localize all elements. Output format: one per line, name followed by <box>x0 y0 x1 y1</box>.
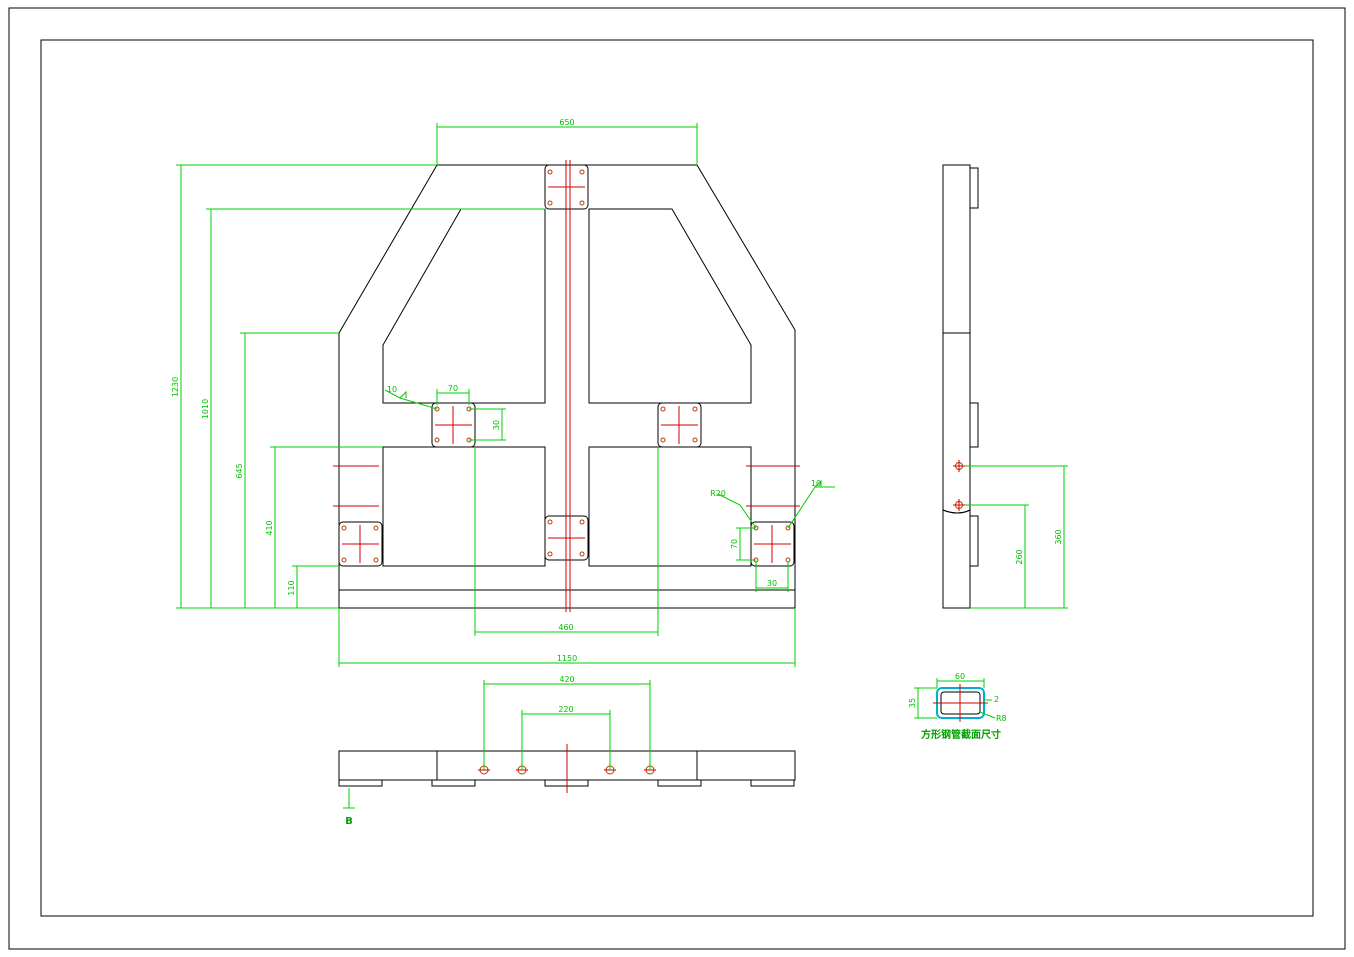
bottom-dimension-lines <box>343 680 651 809</box>
bottom-foot-4 <box>657 779 702 787</box>
section-marker-b: B <box>345 816 353 827</box>
plate-lower-right <box>750 521 795 567</box>
side-profile-base <box>942 509 971 609</box>
dim-plate-offset: 30 <box>492 420 501 430</box>
dim-radius: R20 <box>710 489 726 498</box>
side-profile-lower <box>942 332 971 514</box>
inner-border <box>40 39 1314 917</box>
dim-weld-left: 10 <box>387 385 397 394</box>
window-upper-left <box>382 208 546 404</box>
dim-total-width: 1150 <box>557 654 577 663</box>
window-upper-right <box>588 208 752 404</box>
dim-top-width: 650 <box>559 118 574 127</box>
dim-side-height: 645 <box>235 463 244 478</box>
tube-dim-wall: 2 <box>994 695 999 704</box>
tube-dim-width: 60 <box>955 672 965 681</box>
plate-lower-left <box>338 521 383 567</box>
side-view <box>942 164 979 609</box>
side-tab-top <box>969 167 979 209</box>
tube-dim-height: 35 <box>908 698 917 708</box>
tube-section-caption: 方形钢管截面尺寸 <box>921 728 1001 741</box>
window-lower-left <box>382 446 546 567</box>
frame-outline <box>338 164 796 609</box>
dim-outer-holes: 420 <box>559 675 574 684</box>
side-tab-low <box>969 515 979 567</box>
outer-border <box>8 7 1346 950</box>
bottom-foot-5 <box>750 779 795 787</box>
side-profile <box>942 164 971 334</box>
bottom-profile <box>338 750 796 781</box>
bottom-foot-2 <box>431 779 476 787</box>
dim-plate-height: 110 <box>287 580 296 595</box>
dim-weld-right: 10 <box>811 479 821 488</box>
dim-inner-height: 1010 <box>201 399 210 419</box>
tube-section <box>914 678 996 722</box>
dim-total-height: 1230 <box>171 377 180 397</box>
plate-mid-left <box>431 402 476 448</box>
front-dimension-lines <box>176 123 835 667</box>
dim-hole-upper: 360 <box>1054 529 1063 544</box>
dim-center-span: 460 <box>558 623 573 632</box>
dim-lower-height: 410 <box>265 520 274 535</box>
front-view <box>338 164 796 609</box>
tube-dim-corner: R8 <box>996 714 1007 723</box>
window-lower-right <box>588 446 752 567</box>
side-dimension-lines <box>963 465 1068 609</box>
plate-mid-right <box>657 402 702 448</box>
bolt-holes <box>341 169 791 563</box>
dim-small-v: 70 <box>730 539 739 549</box>
dim-plate-width: 70 <box>448 384 458 393</box>
dim-hole-lower: 260 <box>1015 549 1024 564</box>
weld-symbols <box>399 390 822 488</box>
front-centerlines <box>333 160 800 612</box>
bottom-foot-1 <box>338 779 383 787</box>
side-tab-mid <box>969 402 979 448</box>
dim-small-h: 30 <box>767 579 777 588</box>
bottom-view <box>338 750 796 787</box>
dim-inner-holes: 220 <box>558 705 573 714</box>
